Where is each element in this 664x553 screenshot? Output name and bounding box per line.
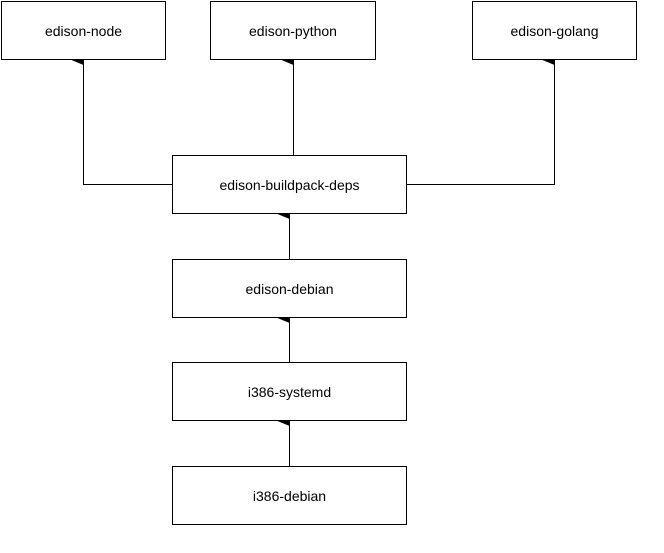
node-edison-buildpack-deps: edison-buildpack-deps [172, 155, 407, 214]
node-label-edison-python: edison-python [249, 22, 337, 39]
node-edison-debian: edison-debian [172, 259, 407, 318]
edge-buildpack-deps-to-edison-golang [407, 55, 555, 185]
node-edison-node: edison-node [1, 1, 166, 60]
node-i386-debian: i386-debian [172, 466, 407, 525]
node-i386-systemd: i386-systemd [172, 362, 407, 421]
node-label-i386-systemd: i386-systemd [247, 383, 332, 400]
node-label-i386-debian: i386-debian [252, 487, 327, 504]
node-label-edison-node: edison-node [44, 22, 123, 39]
node-edison-golang: edison-golang [472, 1, 637, 60]
node-label-edison-buildpack-deps: edison-buildpack-deps [219, 176, 360, 193]
node-label-edison-golang: edison-golang [510, 22, 599, 39]
node-edison-python: edison-python [210, 1, 376, 60]
edge-buildpack-deps-to-edison-node [71, 55, 172, 185]
node-label-edison-debian: edison-debian [245, 280, 334, 297]
